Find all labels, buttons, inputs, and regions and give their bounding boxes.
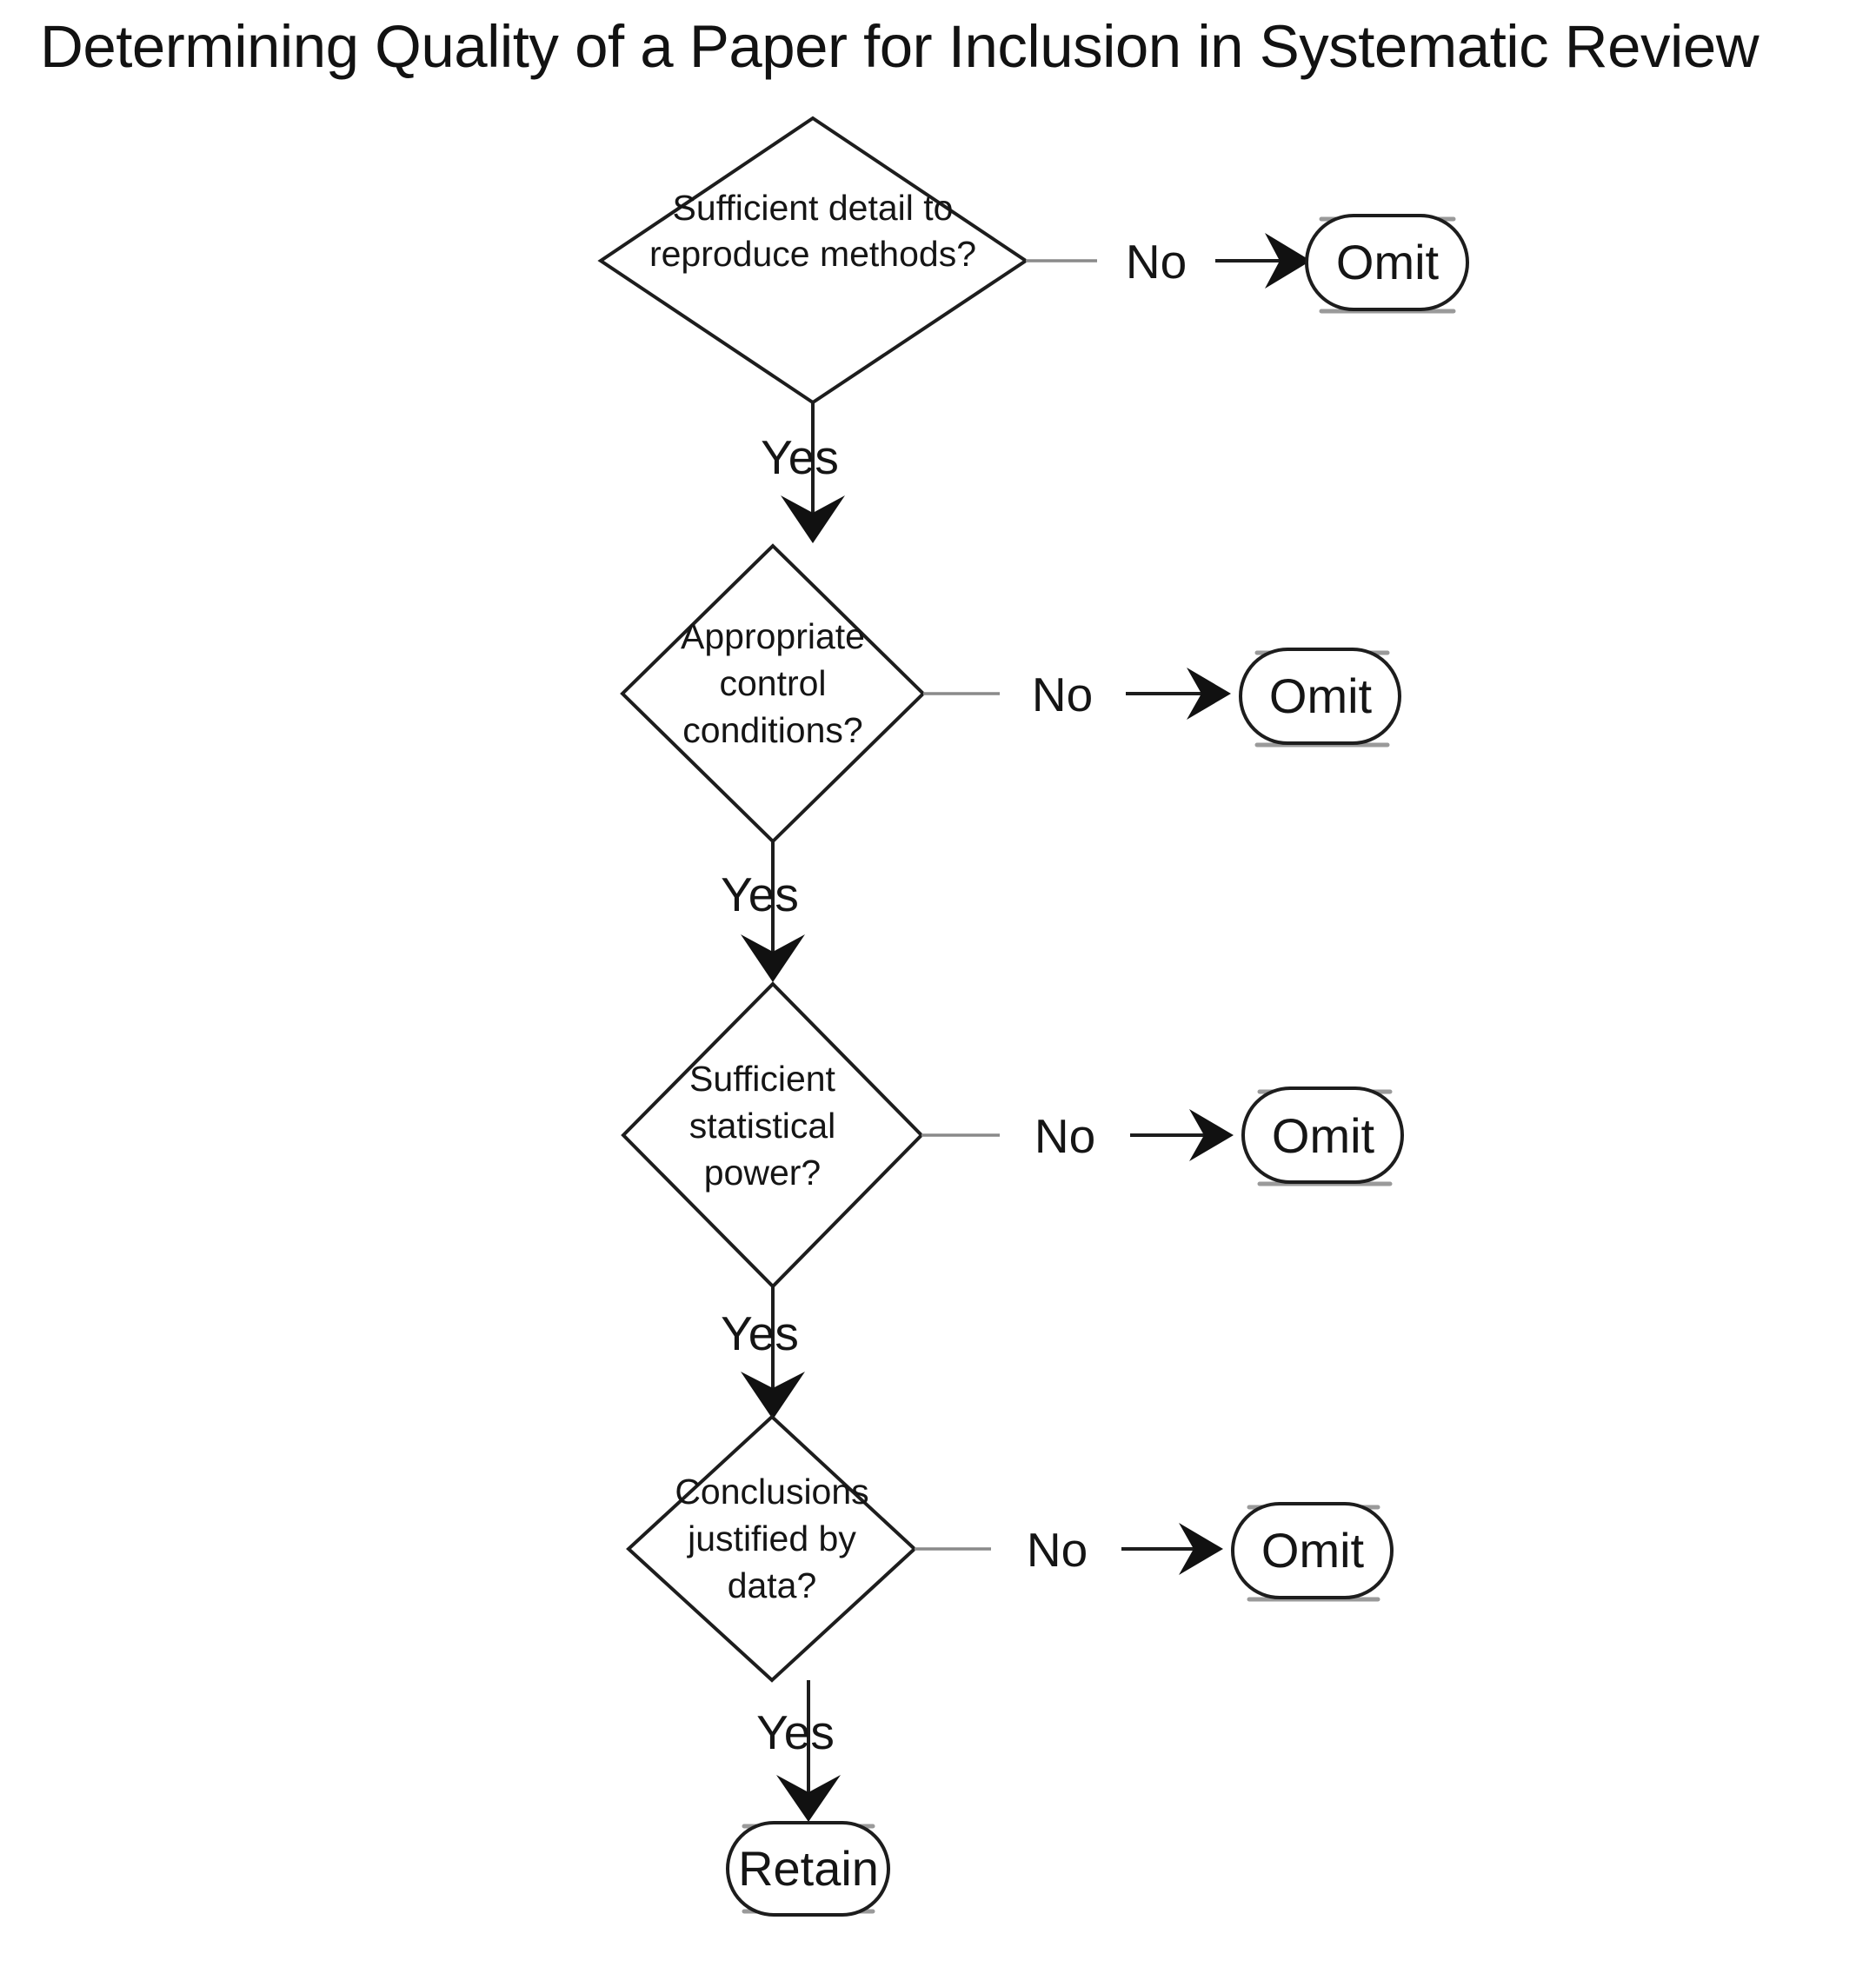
decision-3-yes-label: Yes <box>721 1306 799 1360</box>
omit-4-pill <box>1231 1502 1394 1599</box>
decision-2-yes-arrowhead <box>741 934 805 982</box>
decision-1-yes-arrowhead <box>781 495 845 543</box>
omit-3-label: Omit <box>1272 1108 1375 1163</box>
decision-3-line-1: Sufficient <box>689 1059 836 1099</box>
decision-2-line-1: Appropriate <box>681 616 865 656</box>
decision-2-line-2: control <box>719 663 826 703</box>
retain-label: Retain <box>738 1841 879 1896</box>
decision-1-node[interactable]: Sufficient detail to reproduce methods? <box>597 116 1029 405</box>
decision-4-line-3: data? <box>728 1565 817 1605</box>
decision-4-line-1: Conclusions <box>675 1472 868 1512</box>
omit-1-label: Omit <box>1336 235 1440 289</box>
decision-1-line-2: reproduce methods? <box>649 234 976 274</box>
decision-1-no-arrowhead <box>1265 233 1311 289</box>
decision-1-no-label: No <box>1126 235 1187 289</box>
decision-2-no-label: No <box>1032 668 1093 721</box>
decision-3-no-arrowhead <box>1189 1109 1234 1161</box>
decision-4-node[interactable]: Conclusions justified by data? <box>626 1414 917 1683</box>
omit-4-node[interactable]: Omit <box>1231 1502 1394 1602</box>
omit-1-node[interactable]: Omit <box>1305 214 1469 314</box>
omit-4-label: Omit <box>1261 1523 1365 1578</box>
decision-2-no-arrowhead <box>1187 668 1231 720</box>
decision-3-node[interactable]: Sufficient statistical power? <box>621 981 924 1289</box>
retain-node[interactable]: Retain <box>726 1821 890 1917</box>
omit-2-node[interactable]: Omit <box>1239 648 1401 748</box>
omit-3-pill <box>1241 1087 1404 1184</box>
decision-4-yes-label: Yes <box>756 1705 835 1759</box>
omit-3-node[interactable]: Omit <box>1241 1087 1404 1186</box>
decision-2-yes-label: Yes <box>721 867 799 921</box>
decision-4-yes-arrowhead <box>776 1775 841 1822</box>
decision-2-node[interactable]: Appropriate control conditions? <box>620 543 926 844</box>
decision-3-yes-arrowhead <box>741 1372 805 1419</box>
page-title: Determining Quality of a Paper for Inclu… <box>40 13 1760 80</box>
decision-3-no-label: No <box>1034 1109 1095 1163</box>
decision-1-yes-label: Yes <box>761 430 839 484</box>
decision-4-no-arrowhead <box>1179 1523 1223 1575</box>
omit-1-pill <box>1305 214 1469 311</box>
retain-pill <box>726 1821 890 1917</box>
decision-4-line-2: justified by <box>687 1518 856 1558</box>
omit-2-pill <box>1239 648 1401 745</box>
decision-1-line-1: Sufficient detail to <box>673 188 954 228</box>
decision-3-line-2: statistical <box>689 1106 836 1146</box>
diamond-shape <box>626 1414 917 1683</box>
omit-2-label: Omit <box>1269 668 1373 723</box>
decision-2-line-3: conditions? <box>682 710 862 750</box>
decision-4-no-label: No <box>1027 1523 1088 1577</box>
decision-3-line-3: power? <box>704 1153 821 1193</box>
